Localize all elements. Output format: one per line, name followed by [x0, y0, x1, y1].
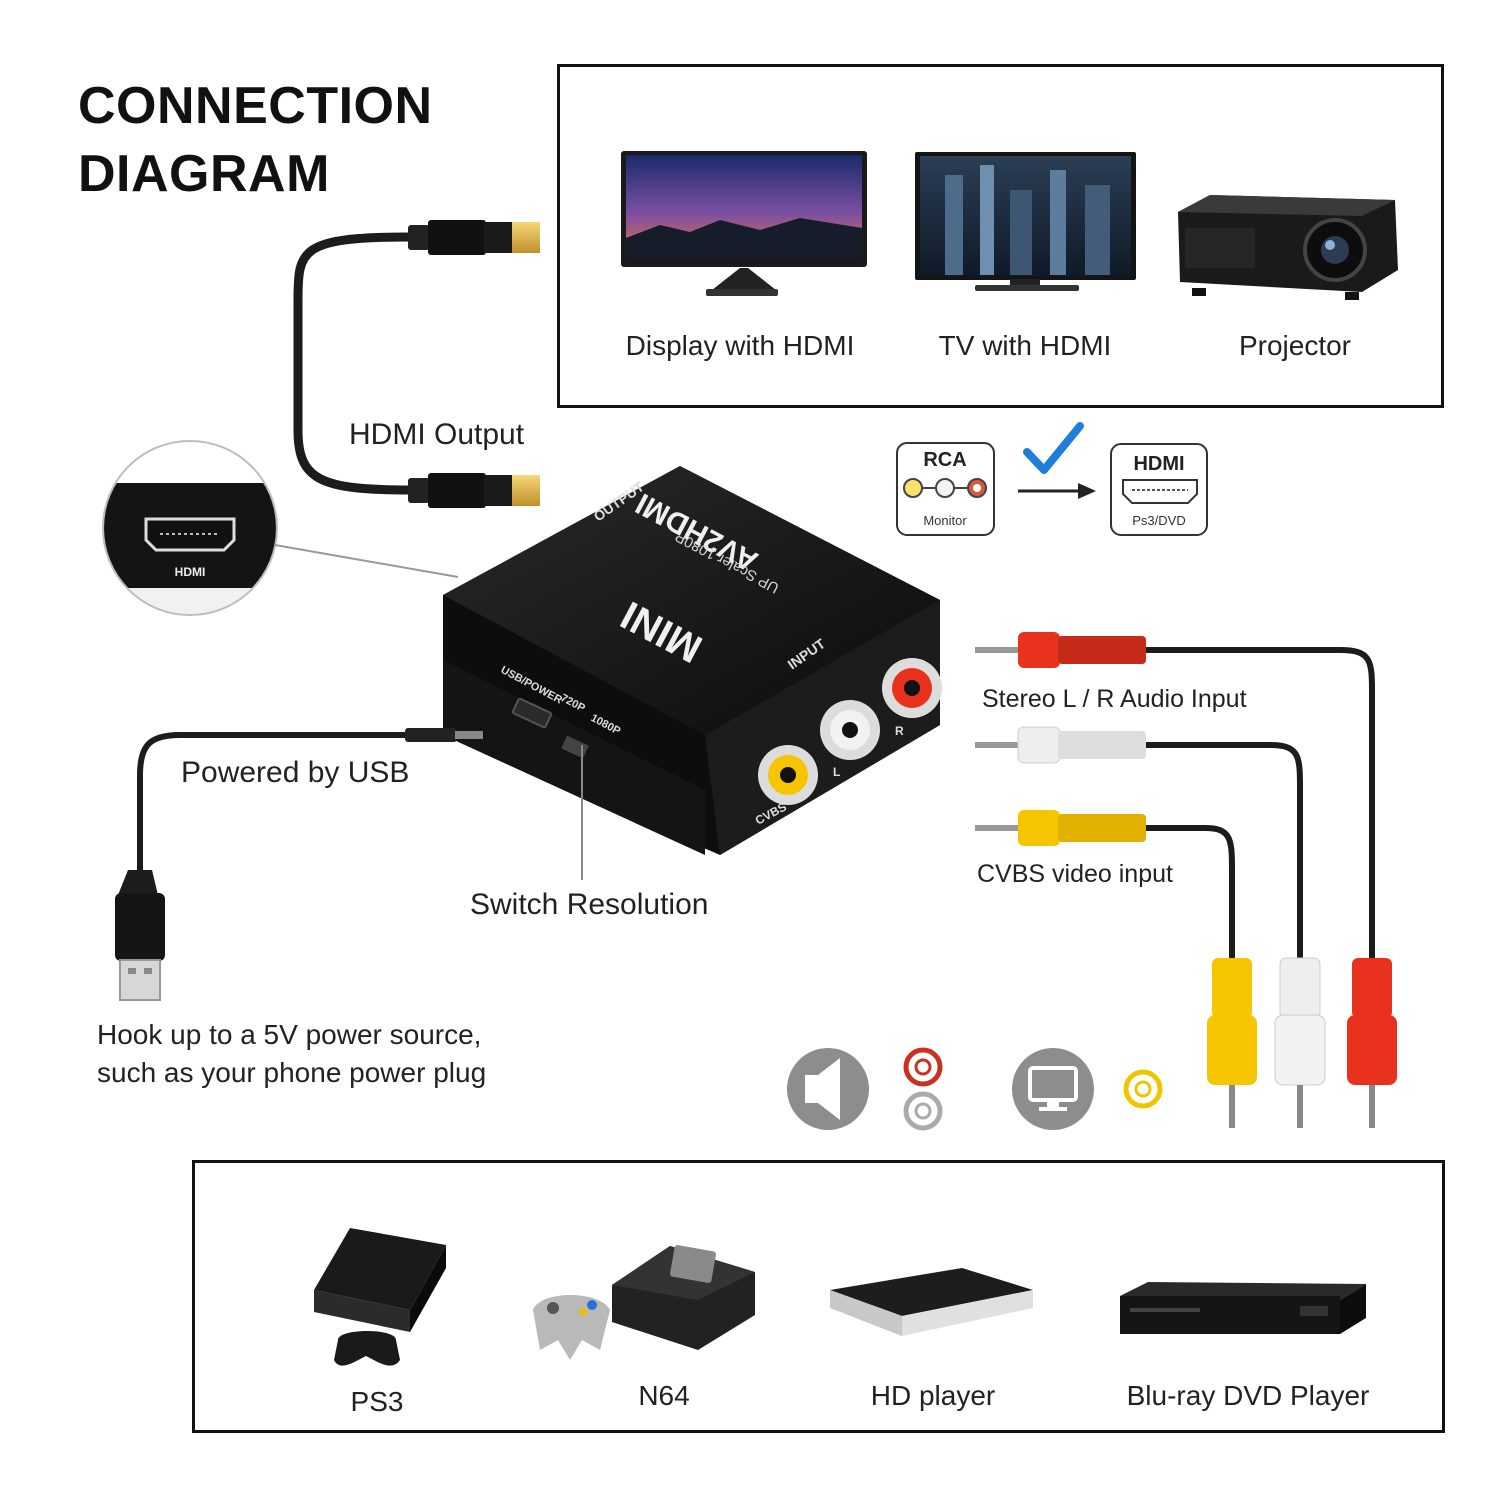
arrow-right-icon [1018, 483, 1096, 499]
monitor-icon [1012, 1048, 1094, 1130]
display-monitor-icon [621, 151, 867, 296]
rca-cable-red [975, 632, 1397, 1128]
device-r-text: R [895, 724, 904, 738]
hdmi-badge-sub: Ps3/DVD [1132, 513, 1185, 528]
title-line-1: CONNECTION [78, 77, 433, 135]
hdmi-badge: HDMI Ps3/DVD [1110, 443, 1208, 536]
projector-icon [1178, 195, 1398, 300]
speaker-icon [787, 1048, 869, 1130]
callout-stereo-input: Stereo L / R Audio Input [982, 685, 1247, 713]
rca-port-r [882, 658, 942, 718]
tv-icon [915, 152, 1136, 291]
input-label-n64: N64 [638, 1380, 690, 1411]
bluray-player-icon [1120, 1282, 1366, 1334]
device-l-text: L [833, 765, 840, 779]
checkmark-icon [1023, 422, 1084, 474]
n64-console-icon [533, 1245, 755, 1360]
callout-power-note: Hook up to a 5V power source, such as yo… [97, 1016, 486, 1092]
callout-cvbs-input: CVBS video input [977, 860, 1173, 888]
zoom-hdmi-label: HDMI [174, 565, 206, 579]
hd-player-icon [830, 1268, 1033, 1336]
output-label-projector: Projector [1238, 330, 1352, 361]
usb-cable [115, 728, 483, 1001]
power-note-line-2: such as your phone power plug [97, 1057, 487, 1088]
audio-jacks-icon [903, 1047, 943, 1131]
rca-badge-title: RCA [923, 449, 966, 471]
title-line-2: DIAGRAM [78, 145, 330, 203]
hdmi-badge-title: HDMI [1133, 453, 1184, 475]
rca-cable-yellow [975, 810, 1257, 1128]
output-devices-box [557, 64, 1444, 408]
rca-port-cvbs [758, 745, 818, 805]
callout-powered-by-usb: Powered by USB [181, 756, 410, 789]
rca-badge: RCA Monitor [896, 442, 995, 536]
output-label-display: Display with HDMI [625, 330, 855, 361]
callout-switch-resolution: Switch Resolution [470, 888, 709, 921]
rca-port-l [820, 700, 880, 760]
input-label-bluray: Blu-ray DVD Player [1126, 1380, 1370, 1411]
ps3-console-icon [314, 1228, 446, 1366]
input-devices-box [192, 1160, 1445, 1433]
hdmi-port-zoom [102, 440, 459, 616]
power-note-line-1: Hook up to a 5V power source, [97, 1019, 482, 1050]
hdmi-cable [293, 220, 540, 508]
input-label-hd-player: HD player [870, 1380, 996, 1411]
video-jack-icon [1123, 1069, 1163, 1109]
output-label-tv: TV with HDMI [938, 330, 1112, 361]
callout-hdmi-output: HDMI Output [349, 418, 525, 451]
input-label-ps3: PS3 [350, 1386, 404, 1417]
rca-badge-sub: Monitor [923, 513, 967, 528]
diagram-title: CONNECTION DIAGRAM [78, 72, 433, 208]
rca-cable-white [975, 726, 1326, 1128]
